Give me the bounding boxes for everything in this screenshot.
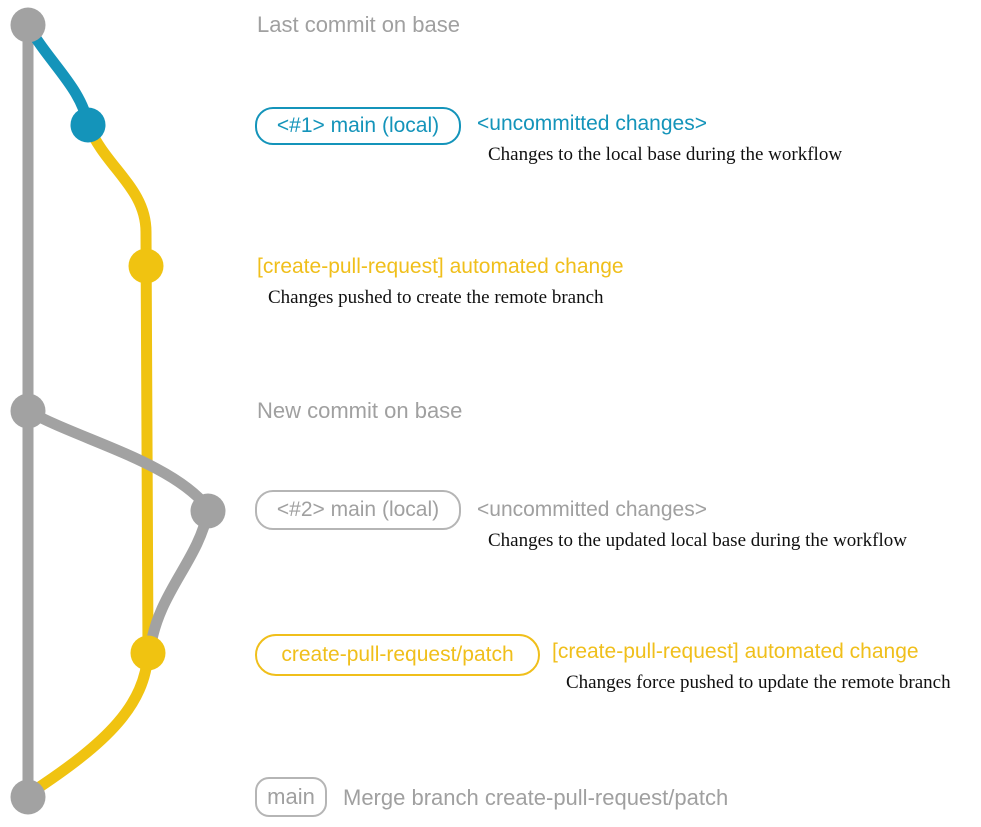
branch-box-main: main bbox=[255, 777, 327, 817]
local2-note: Changes to the updated local base during… bbox=[488, 530, 907, 551]
branch-box-main-local-1: <#1> main (local) bbox=[255, 107, 461, 145]
commit-node-local-main-2 bbox=[190, 493, 226, 529]
push2-note: Changes force pushed to update the remot… bbox=[566, 672, 951, 693]
commit-node-patch-commit-2 bbox=[130, 635, 166, 671]
git-graph bbox=[10, 7, 226, 815]
patch-merge-line bbox=[26, 647, 154, 798]
rebase-out-line bbox=[22, 405, 214, 514]
branch-box-main-local-2: <#2> main (local) bbox=[255, 490, 461, 530]
commit-node-new-commit-on-base bbox=[10, 393, 46, 429]
commit-nodes bbox=[10, 7, 226, 815]
merge-message: Merge branch create-pull-request/patch bbox=[343, 785, 729, 810]
branch-box-create-pull-request-patch-label: create-pull-request/patch bbox=[281, 643, 514, 666]
commit-node-merge-commit bbox=[10, 779, 46, 815]
commit-node-patch-commit-1 bbox=[128, 248, 164, 284]
automated-change-1: [create-pull-request] automated change bbox=[257, 255, 624, 278]
uncommitted-changes-1: <uncommitted changes> bbox=[477, 112, 707, 135]
branch-box-main-local-2-label: <#2> main (local) bbox=[276, 498, 440, 521]
push1-note: Changes pushed to create the remote bran… bbox=[268, 287, 604, 308]
local1-note: Changes to the local base during the wor… bbox=[488, 144, 843, 165]
commit-node-last-commit-on-base bbox=[10, 7, 46, 43]
commit-node-local-main-1 bbox=[70, 107, 106, 143]
automated-change-2: [create-pull-request] automated change bbox=[552, 640, 919, 663]
rebase-in-line bbox=[144, 505, 214, 656]
patch-branch-line bbox=[82, 119, 154, 656]
branch-box-main-local-1-label: <#1> main (local) bbox=[276, 114, 440, 137]
branch-box-main-label: main bbox=[267, 784, 315, 809]
uncommitted-changes-2: <uncommitted changes> bbox=[477, 498, 707, 521]
new-commit-label: New commit on base bbox=[257, 398, 463, 423]
branch-box-create-pull-request-patch: create-pull-request/patch bbox=[255, 634, 540, 676]
last-commit-label: Last commit on base bbox=[257, 12, 460, 37]
